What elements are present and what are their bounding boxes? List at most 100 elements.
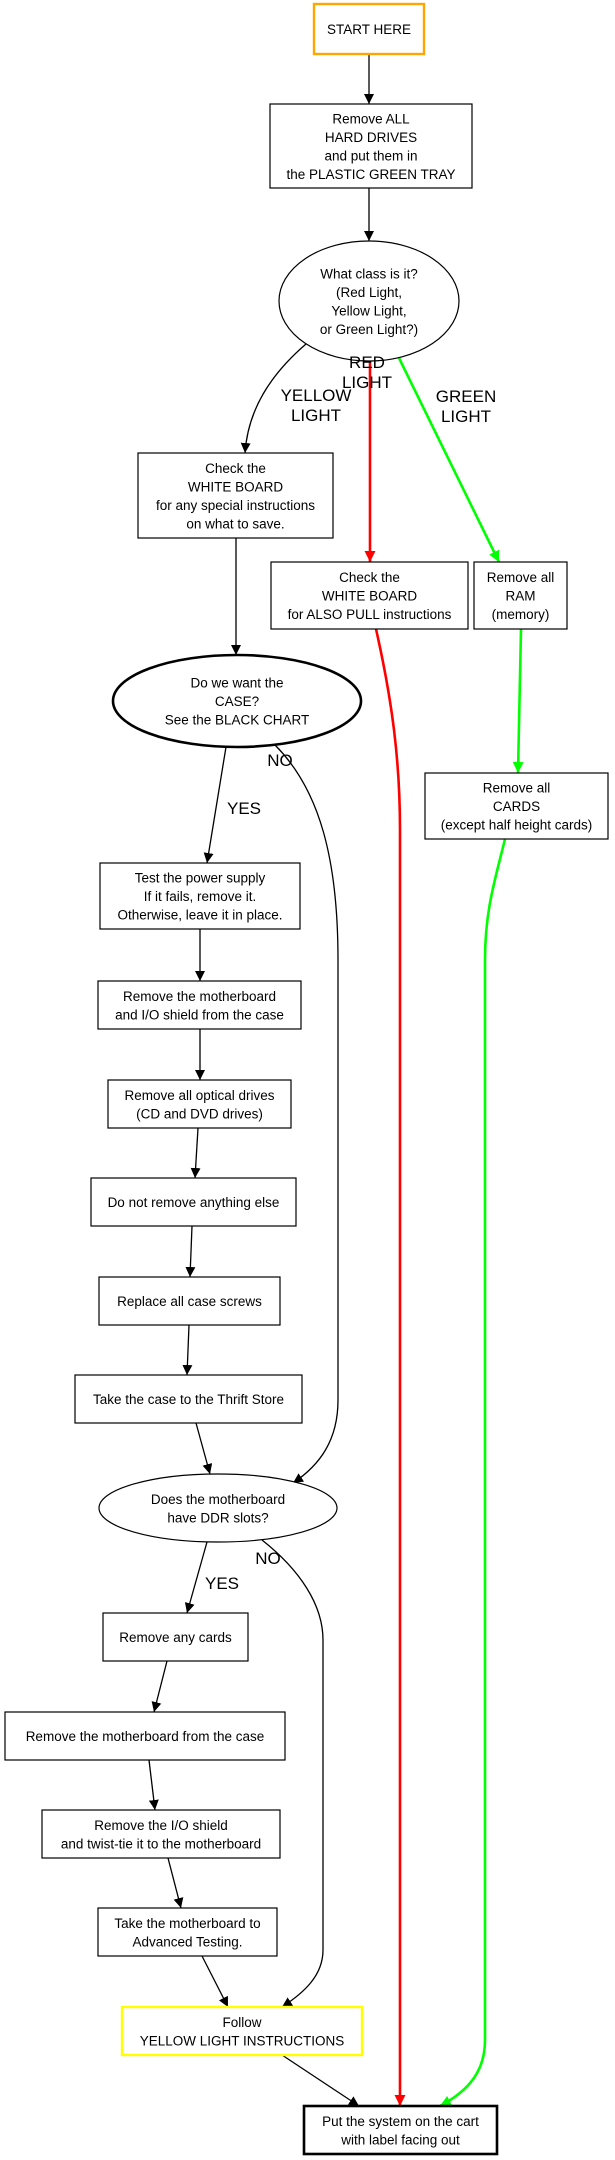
node-text-line: and I/O shield from the case [115,1007,284,1022]
node-text-line: Remove all optical drives [124,1088,274,1103]
step-box [90,1177,297,1227]
step-box [97,980,302,1030]
edge-red-wb-to-cart [374,628,406,2106]
node-psu: Test the power supply If it fails, remove… [99,862,301,930]
step-box [270,561,469,630]
node-text-line: If it fails, remove it. [144,889,257,904]
node-text-line: Advanced Testing. [132,1934,242,1949]
node-mb-remove: Remove the motherboard from the case [4,1711,286,1761]
step-box [120,2005,364,2057]
decision-ellipse [111,653,363,749]
node-text-line: for ALSO PULL instructions [288,607,452,622]
node-screws: Replace all case screws [98,1276,281,1326]
edge-follow-yellow-to-cart [281,2054,360,2107]
node-nothing-else: Do not remove anything else [90,1177,297,1227]
step-box [98,1276,281,1326]
node-io-shield: Remove the I/O shield and twist-tie it to… [41,1809,281,1859]
edge-label: LIGHT [291,406,341,425]
node-text-line: RAM [506,589,536,604]
step-box [269,103,473,189]
node-text-line: have DDR slots? [167,1510,268,1525]
node-text-line: Put the system on the cart [322,2114,479,2129]
step-box [473,561,568,630]
node-text-line: What class is it? [320,266,418,281]
node-text-line: the PLASTIC GREEN TRAY [286,167,455,182]
edge-label: YES [227,799,261,818]
step-box [424,772,609,840]
step-box [302,2104,499,2156]
node-text-line: Does the motherboard [151,1492,285,1507]
node-text-line: Check the [205,461,266,476]
node-text-line: on what to save. [186,516,284,531]
node-text-line: Remove the I/O shield [94,1818,228,1833]
step-box [74,1374,303,1424]
node-text-line: Remove the motherboard from the case [26,1729,265,1744]
edge-label: NO [267,751,293,770]
node-ddr-q: Does the motherboard have DDR slots? [98,1473,338,1543]
node-text-line: Do not remove anything else [108,1195,280,1210]
edge-io-shield-to-adv-test [167,1857,184,1909]
node-text-line: and twist-tie it to the motherboard [61,1836,261,1851]
edges-layer [148,54,524,2108]
node-mb-io: Remove the motherboard and I/O shield fro… [97,980,302,1030]
node-text-line: with label facing out [340,2132,460,2147]
node-class: What class is it?(Red Light,Yellow Light… [278,240,460,362]
edge-cards-to-cart [439,838,507,2108]
edge-optical-to-nothing-else [190,1127,201,1179]
edge-class-to-yellow-wb [240,343,307,454]
node-text-line: YELLOW LIGHT INSTRUCTIONS [140,2033,345,2048]
edge-ddr-q-to-any-cards [184,1541,208,1614]
decision-ellipse [98,1473,338,1543]
node-text-line: CARDS [493,799,540,814]
decision-ellipse [278,240,460,362]
node-text-line: (CD and DVD drives) [136,1106,263,1121]
node-text-line: Remove the motherboard [123,989,276,1004]
node-start: START HERE [312,2,426,56]
edge-label: RED [349,353,385,372]
edge-label: YES [205,1574,239,1593]
step-box [41,1809,281,1859]
step-box [102,1612,249,1662]
step-box [99,862,301,930]
node-text-line: Test the power supply [135,871,266,886]
edge-label: YELLOW [281,386,352,405]
node-text-line: Take the case to the Thrift Store [93,1392,284,1407]
node-text-line: or Green Light?) [320,322,418,337]
node-text-line: CASE? [215,694,259,709]
edge-case-q-to-ddr-q [274,744,339,1484]
node-text-line: Check the [339,570,400,585]
node-text-line: and put them in [324,148,417,163]
edge-mb-remove-to-io-shield [148,1759,159,1811]
edge-ram-to-cards [512,628,524,774]
step-box [97,1907,278,1957]
node-text-line: Remove ALL [332,111,410,126]
step-box [4,1711,286,1761]
node-text-line: Remove any cards [119,1630,232,1645]
node-text-line: See the BLACK CHART [165,713,310,728]
edge-nothing-else-to-screws [185,1225,196,1278]
node-cart: Put the system on the cart with label fac… [302,2104,499,2156]
step-box [312,2,426,56]
node-text-line: (memory) [492,607,550,622]
node-text-line: Follow [222,2015,261,2030]
edge-case-q-to-psu [203,746,227,864]
edge-ddr-q-to-follow-yellow [261,1539,324,2008]
node-text-line: WHITE BOARD [322,589,418,604]
node-any-cards: Remove any cards [102,1612,249,1662]
node-text-line: Remove all [483,781,551,796]
edge-adv-test-to-follow-yellow [201,1955,229,2008]
node-text-line: Remove all [487,570,555,585]
node-text-line: WHITE BOARD [188,479,284,494]
node-text-line: Otherwise, leave it in place. [117,908,282,923]
edge-label: LIGHT [441,407,491,426]
node-text-line: Take the motherboard to [114,1916,260,1931]
node-text-line: (Red Light, [336,285,402,300]
edge-any-cards-to-mb-remove [151,1660,168,1713]
